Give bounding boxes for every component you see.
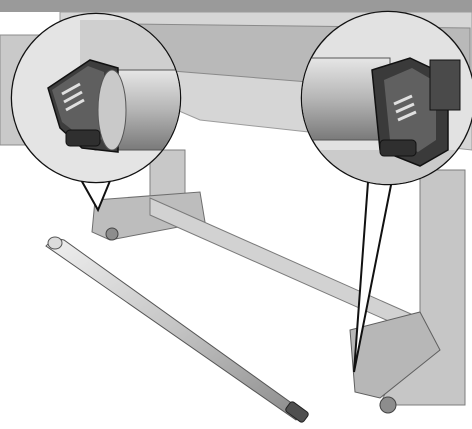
callout-left-spindle-end (97, 69, 127, 151)
printer-left-foot (91, 191, 206, 241)
printer-right-foot (349, 311, 441, 399)
printer-top-bar (0, 0, 472, 12)
spindle-rod-end-right (285, 401, 309, 423)
callout-right-ribs (393, 94, 417, 122)
printer-caster (379, 396, 397, 414)
callout-right-hub-face (384, 68, 436, 152)
spindle-rod-end-left (47, 236, 63, 250)
callout-left (10, 12, 182, 213)
callout-left-lever (65, 129, 101, 147)
callout-right-lever (379, 139, 417, 157)
callout-left-ribs (61, 82, 85, 112)
printer-caster (105, 227, 119, 241)
callout-right-bracket (429, 59, 461, 111)
callout-right (300, 10, 472, 373)
spindle-rod (45, 236, 309, 423)
